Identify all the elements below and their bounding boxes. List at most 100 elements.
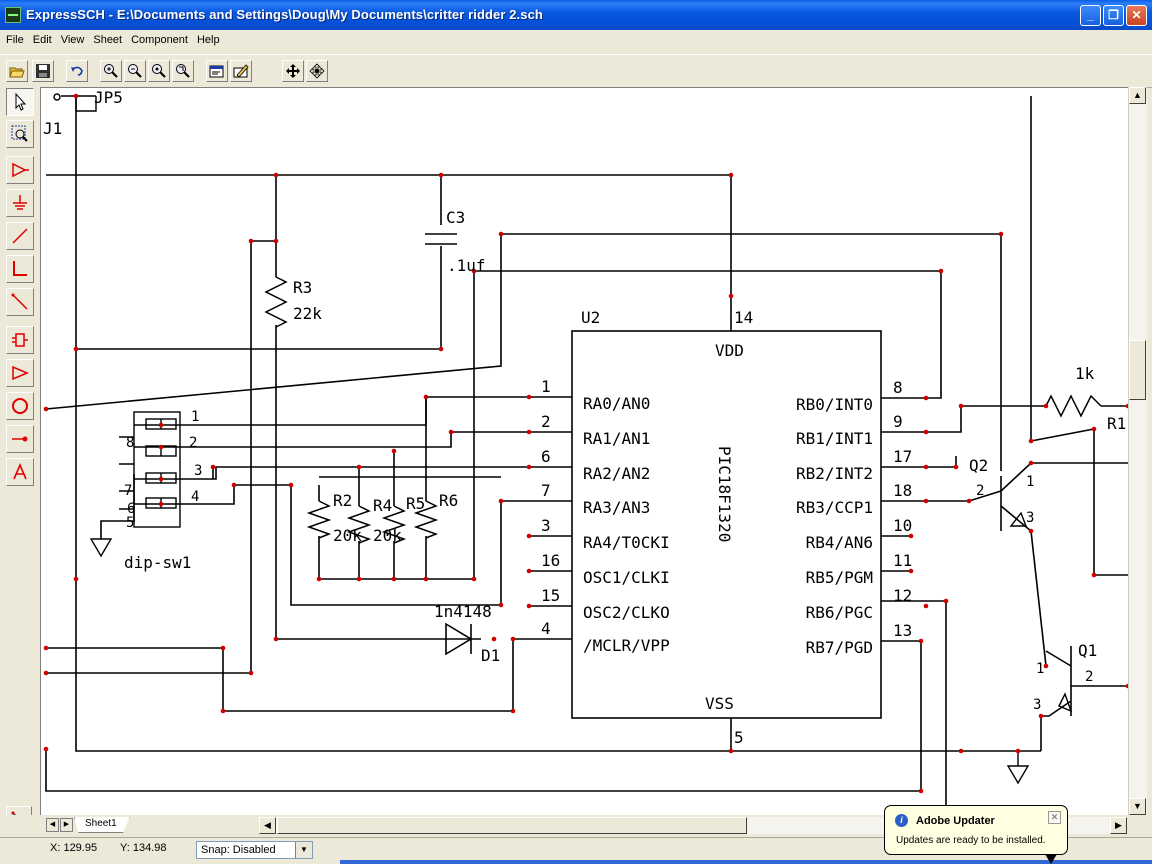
- close-button[interactable]: ✕: [1126, 5, 1147, 26]
- text-icon: [13, 462, 27, 480]
- zoom-out-button[interactable]: [124, 60, 146, 82]
- dip-pin-label: 2: [189, 435, 197, 451]
- bus-entry-tool[interactable]: [6, 288, 34, 316]
- scroll-right-button[interactable]: ▶: [1110, 817, 1127, 834]
- d1-part-label: 1n4148: [434, 602, 492, 621]
- pin-tool[interactable]: [6, 425, 34, 453]
- horizontal-scroll-thumb[interactable]: [277, 817, 747, 834]
- r4-value: 20k: [373, 526, 402, 545]
- ground-symbols: [89, 538, 1030, 785]
- j1-label: J1: [43, 119, 62, 138]
- app-icon[interactable]: [5, 7, 21, 23]
- chip-u2-body: [571, 330, 882, 719]
- next-sheet-button[interactable]: ▶: [60, 818, 73, 832]
- prev-sheet-button[interactable]: ◀: [46, 818, 59, 832]
- schematic-canvas[interactable]: U2 14 VDD VSS 5 PIC18F1320 C3 .1uf R3 22…: [40, 87, 1128, 816]
- wire-icon: [12, 228, 28, 244]
- tab-sheet1[interactable]: Sheet1: [74, 817, 130, 833]
- dip-pin-label: 5: [126, 515, 134, 531]
- wires: [45, 96, 1128, 816]
- resistor-r1: [1045, 394, 1102, 418]
- c3-value: .1uf: [447, 256, 486, 275]
- restore-button[interactable]: ❐: [1103, 5, 1124, 26]
- undo-icon: [71, 66, 83, 76]
- properties-button[interactable]: [206, 60, 228, 82]
- snap-value: Snap: Disabled: [201, 844, 276, 856]
- resistor-r3: [264, 276, 288, 328]
- open-icon: [9, 67, 25, 78]
- menu-component[interactable]: Component: [131, 34, 188, 46]
- pan-icon: [286, 64, 300, 78]
- menu-sheet[interactable]: Sheet: [93, 34, 123, 46]
- junction-tool[interactable]: [6, 392, 34, 420]
- zoom-area-icon: [176, 64, 190, 78]
- open-button[interactable]: [6, 60, 28, 82]
- update-notification[interactable]: i Adobe Updater ✕ Updates are ready to b…: [884, 805, 1068, 864]
- r2-value: 20k: [333, 526, 362, 545]
- vertical-scroll-thumb[interactable]: [1129, 340, 1146, 400]
- power-tool[interactable]: [6, 156, 34, 184]
- center-button[interactable]: [306, 60, 328, 82]
- dip-pin-label: 6: [127, 501, 135, 517]
- scroll-left-button[interactable]: ◀: [259, 817, 276, 834]
- right-pin-number: 10: [893, 516, 912, 535]
- r3-label: R3: [293, 278, 312, 297]
- pan-button[interactable]: [282, 60, 304, 82]
- right-pin-number: 11: [893, 551, 912, 570]
- left-pin-name: RA4/T0CKI: [583, 533, 670, 552]
- left-pin-number: 3: [541, 516, 551, 535]
- left-pin-name: RA1/AN1: [583, 429, 650, 448]
- vdd-pin-number: 14: [734, 308, 753, 327]
- vertical-scrollbar[interactable]: ▲ ▼: [1128, 87, 1147, 815]
- left-pin-name: RA2/AN2: [583, 464, 650, 483]
- q2-pin-label: 1: [1026, 474, 1034, 490]
- zoom-tool[interactable]: [6, 120, 34, 148]
- save-button[interactable]: [32, 60, 54, 82]
- scroll-up-button[interactable]: ▲: [1129, 87, 1146, 104]
- power-port-icon: [12, 162, 29, 178]
- port-tool[interactable]: [6, 359, 34, 387]
- menu-help[interactable]: Help: [196, 34, 220, 46]
- right-pin-name: RB6/PGC: [806, 603, 873, 622]
- pin-icon: [12, 436, 28, 442]
- close-icon[interactable]: ✕: [1048, 811, 1061, 824]
- text-tool[interactable]: [6, 458, 34, 486]
- left-pin-number: 16: [541, 551, 560, 570]
- pointer-tool[interactable]: [6, 88, 34, 116]
- wire-tool[interactable]: [6, 222, 34, 250]
- q2-pin-label: 2: [976, 483, 984, 499]
- menu-file[interactable]: File: [6, 34, 24, 46]
- chevron-down-icon[interactable]: ▼: [295, 842, 312, 858]
- ground-tool[interactable]: [6, 189, 34, 217]
- c3-label: C3: [446, 208, 465, 227]
- sheet-tab-area: ◀ ▶ Sheet1: [44, 815, 274, 835]
- right-pin-number: 17: [893, 447, 912, 466]
- menu-edit[interactable]: Edit: [32, 34, 52, 46]
- r2-label: R2: [333, 491, 352, 510]
- snap-select[interactable]: Snap: Disabled ▼: [196, 841, 313, 859]
- undo-button[interactable]: [66, 60, 88, 82]
- window-title: ExpressSCH - E:\Documents and Settings\D…: [26, 7, 543, 22]
- left-pin-name: /MCLR/VPP: [583, 636, 670, 655]
- left-pin-name: OSC1/CLKI: [583, 568, 670, 587]
- minimize-button[interactable]: _: [1080, 5, 1101, 26]
- rename-button[interactable]: [230, 60, 252, 82]
- ground-icon: [13, 195, 27, 210]
- toolbar: [0, 54, 1152, 88]
- right-pin-number: 9: [893, 412, 903, 431]
- resistor-r4: [346, 505, 372, 544]
- left-pin-name: RA3/AN3: [583, 498, 650, 517]
- bus-tool[interactable]: [6, 255, 34, 283]
- tool-palette: [0, 86, 40, 836]
- info-icon: i: [895, 814, 908, 827]
- right-pin-name: RB2/INT2: [796, 464, 873, 483]
- resistor-r5: [381, 505, 407, 544]
- vdd-label: VDD: [715, 341, 744, 360]
- zoom-in-button[interactable]: [100, 60, 122, 82]
- component-tool[interactable]: [6, 326, 34, 354]
- right-pin-name: RB7/PGD: [806, 638, 873, 657]
- zoom-area-button[interactable]: [172, 60, 194, 82]
- zoom-fit-button[interactable]: [148, 60, 170, 82]
- menu-view[interactable]: View: [60, 34, 85, 46]
- scroll-down-button[interactable]: ▼: [1129, 798, 1146, 815]
